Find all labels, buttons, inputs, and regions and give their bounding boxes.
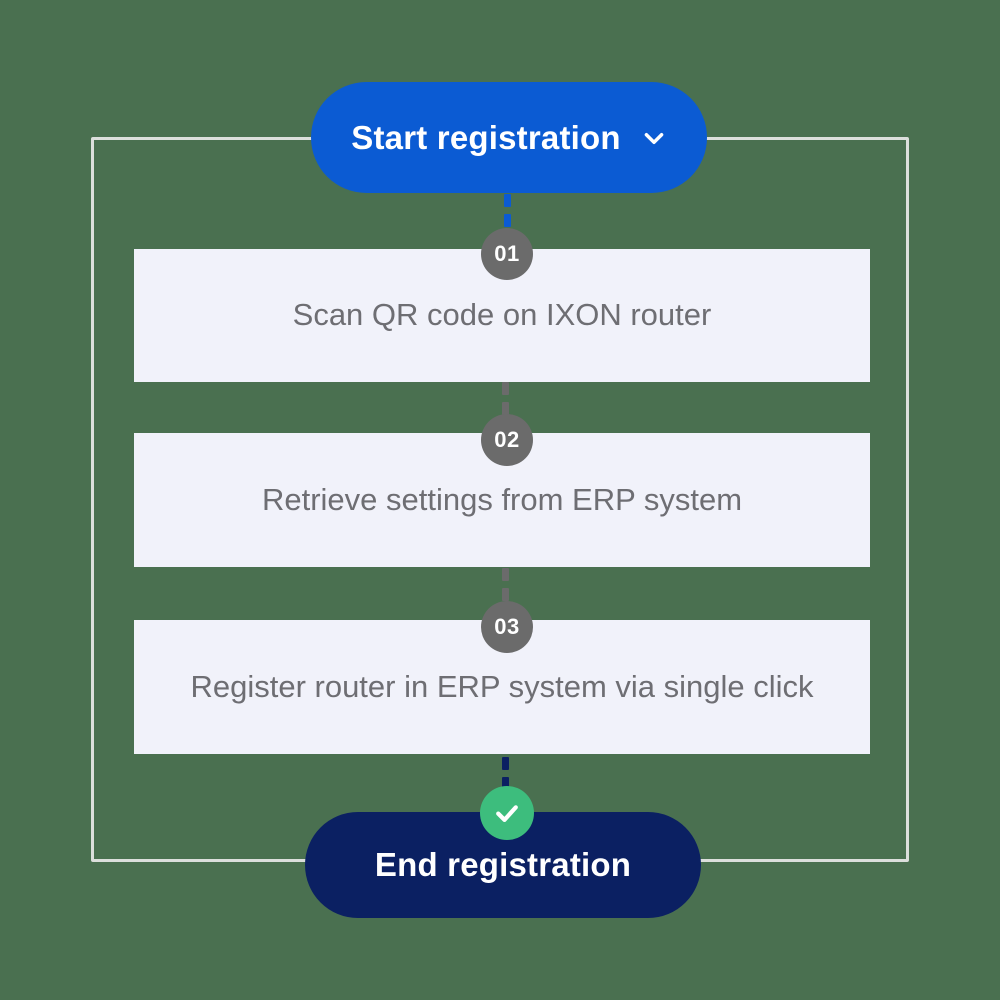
step-card-3-label: Register router in ERP system via single… [190, 668, 814, 704]
start-registration-button[interactable]: Start registration [311, 82, 707, 193]
step-badge-2: 02 [481, 414, 533, 466]
start-registration-label: Start registration [351, 118, 621, 156]
step-card-1-label: Scan QR code on IXON router [292, 297, 712, 333]
step-badge-3: 03 [481, 601, 533, 653]
connector-step-3-to-end [502, 757, 509, 795]
connector-step-2-to-step-3 [502, 568, 509, 606]
chevron-down-icon [641, 125, 667, 151]
step-badge-1: 01 [481, 228, 533, 280]
step-card-2-label: Retrieve settings from ERP system [261, 481, 743, 517]
connector-step-1-to-step-2 [502, 382, 509, 420]
end-registration-button[interactable]: End registration [305, 812, 701, 918]
end-registration-label: End registration [374, 846, 632, 883]
step-card-2: Retrieve settings from ERP system [134, 433, 870, 567]
connector-start-to-step-1 [504, 194, 511, 232]
check-icon [480, 786, 534, 840]
